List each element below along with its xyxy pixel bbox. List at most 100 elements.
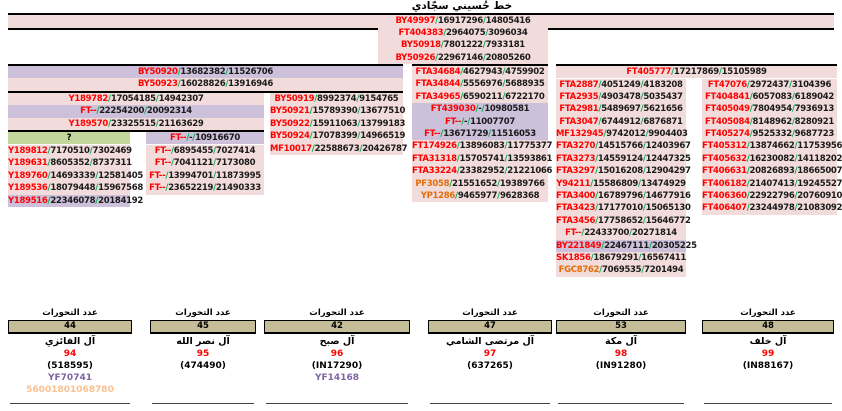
page-title: خط حُسيني سجّادي (411, 0, 513, 12)
snp-cell: FT47076/2972437/3104396 (702, 78, 837, 91)
surname-column: عدد التحورات 53 آل مكة 98 (IN91280) (556, 306, 686, 404)
mutation-count-box: 45 (150, 320, 256, 334)
question-row: ? FT--/-/10916670 (8, 130, 264, 145)
marker-number: 99 (761, 349, 775, 359)
kit-number: (637265) (467, 361, 513, 371)
marker-number: 95 (196, 349, 210, 359)
snp-cell: PF3058/21551652/19389766 (412, 177, 548, 190)
snp-cell: BY221849/22467111/20305225 (556, 239, 697, 252)
yfull-id (150, 372, 256, 384)
snp-cell: Y189536/18079448/15967568 (8, 182, 144, 195)
family-name: آل الفائزي (44, 336, 96, 347)
snp-cell: FT--/7041121/7173080 (146, 157, 264, 170)
snp-cell: FT--/-/10916670 (146, 132, 264, 145)
snp-cell: FTA3423/17177010/15065130 (556, 202, 691, 215)
mutations-count-label: عدد التحورات (740, 308, 796, 318)
marker-number: 98 (614, 349, 628, 359)
surname-column: عدد التحورات 44 آل الفائزي 94 (518595) Y… (8, 306, 132, 404)
column-underline (10, 403, 130, 404)
snp-cell: BY50923/16028826/13916946 (8, 78, 403, 91)
snp-cell: FTA3047/6744912/6876871 (556, 115, 686, 129)
snp-cell: FT--/22433700/20271814 (556, 227, 686, 240)
mutations-count-label: عدد التحورات (462, 308, 518, 318)
marker-number: 97 (483, 349, 497, 359)
mutation-count-box: 53 (556, 320, 686, 334)
snp-cell: Y189782/17054185/14942307 (8, 93, 264, 106)
snp-cell: MF10017/22588673/20426787 (270, 142, 408, 155)
snp-cell: FTA3400/16789796/14677916 (556, 190, 691, 203)
snp-cell: FTA3270/14515766/12403967 (556, 140, 691, 153)
snp-cell: FT--/13671729/11516053 (412, 127, 548, 141)
family-name: آل خلف (749, 336, 787, 347)
snp-cell: BY50922/15911063/13799183 (270, 117, 406, 131)
mutations-count-label: عدد التحورات (175, 308, 231, 318)
extra-id (264, 384, 410, 396)
snp-cell: FT406182/21407413/19245527 (702, 177, 842, 191)
yfull-id: YF14168 (315, 373, 359, 383)
snp-cell: FTA34684/4627943/4759902 (412, 66, 548, 79)
family-name: آل مكة (605, 336, 637, 347)
mutation-count-box: 44 (8, 320, 132, 334)
marker-number: 94 (63, 349, 77, 359)
column-underline (558, 403, 684, 404)
snp-cell: FTA33224/23382952/21221066 (412, 165, 553, 178)
snp-cell: Y189570/23325515/21163629 (8, 117, 264, 131)
snp-cell: FTA2935/4903478/5035437 (556, 90, 686, 104)
snp-cell: FT404383/2964075/3096034 (378, 27, 548, 40)
mutation-count-box: 42 (264, 320, 410, 334)
snp-cell: FGC8762/7069535/7201494 (556, 264, 686, 277)
snp-cell: FT405274/9525332/9687723 (702, 128, 837, 141)
extra-id (556, 384, 686, 396)
snp-cell: Y189812/7170510/7302469 (8, 145, 132, 158)
yfull-id (428, 372, 552, 384)
snp-cell: BY49997/16917296/14805416 (395, 16, 531, 26)
snp-cell: FT439030/-/10980581 (412, 103, 548, 116)
column-underline (704, 403, 832, 404)
extra-id (150, 384, 256, 396)
snp-cell: BY50924/17078399/14966519 (270, 130, 406, 143)
right-branch-header: FT405777/17217869/15105989 (556, 64, 837, 79)
snp-cell: FT--/6895455/7027414 (146, 145, 264, 158)
snp-cell: Y189760/14693339/12581405 (8, 169, 144, 183)
kit-number: (518595) (47, 361, 93, 371)
extra-id (428, 384, 552, 396)
snp-cell: SK1856/18679291/16567411 (556, 251, 687, 265)
snp-cell: FTA3297/15016208/12904297 (556, 165, 691, 178)
snp-cell: BY50920/13682382/11526706 (8, 66, 403, 79)
snp-cell: FT174926/13896083/11775377 (412, 140, 553, 153)
snp-cell: FTA3456/17758652/15646772 (556, 214, 691, 228)
extra-id (702, 384, 834, 396)
column-underline (152, 403, 254, 404)
snp-cell: FT--/-/11007707 (412, 115, 548, 128)
snp-cell: FT405084/8148962/8280921 (702, 115, 837, 129)
snp-cell: FT405777/17217869/15105989 (556, 66, 837, 79)
snp-cell: FT--/13994701/11873995 (146, 169, 264, 183)
snp-cell: BY50919/8992374/9154765 (270, 93, 403, 106)
column-underline (430, 403, 550, 404)
snp-cell: FTA34844/5556976/5688935 (412, 78, 548, 91)
snp-cell: BY50926/22967146/20805260 (378, 51, 548, 65)
surname-column: عدد التحورات 42 آل صبح 96 (IN17290) YF14… (264, 306, 410, 404)
kit-number: (474490) (180, 361, 226, 371)
snp-cell: FT--/22254200/20092314 (8, 105, 264, 118)
unknown-branch-cell: ? (8, 132, 130, 145)
surname-column: عدد التحورات 48 آل خلف 99 (IN88167) (702, 306, 834, 404)
snp-cell: Y189516/22346078/20184192 (8, 194, 144, 207)
family-name: آل صبح (319, 336, 355, 347)
snp-cell: BY50921/15789390/13677510 (270, 105, 406, 118)
snp-cell: FTA2981/5489697/5621656 (556, 103, 686, 116)
family-name: آل نصر الله (176, 336, 230, 347)
snp-cell: Y94211/15586809/13474929 (556, 177, 686, 191)
snp-cell: FTA34965/6590211/6722170 (412, 90, 548, 104)
snp-cell: MF132945/9742012/9904403 (556, 128, 688, 141)
snp-cell: FT405049/7804954/7936913 (702, 103, 837, 116)
